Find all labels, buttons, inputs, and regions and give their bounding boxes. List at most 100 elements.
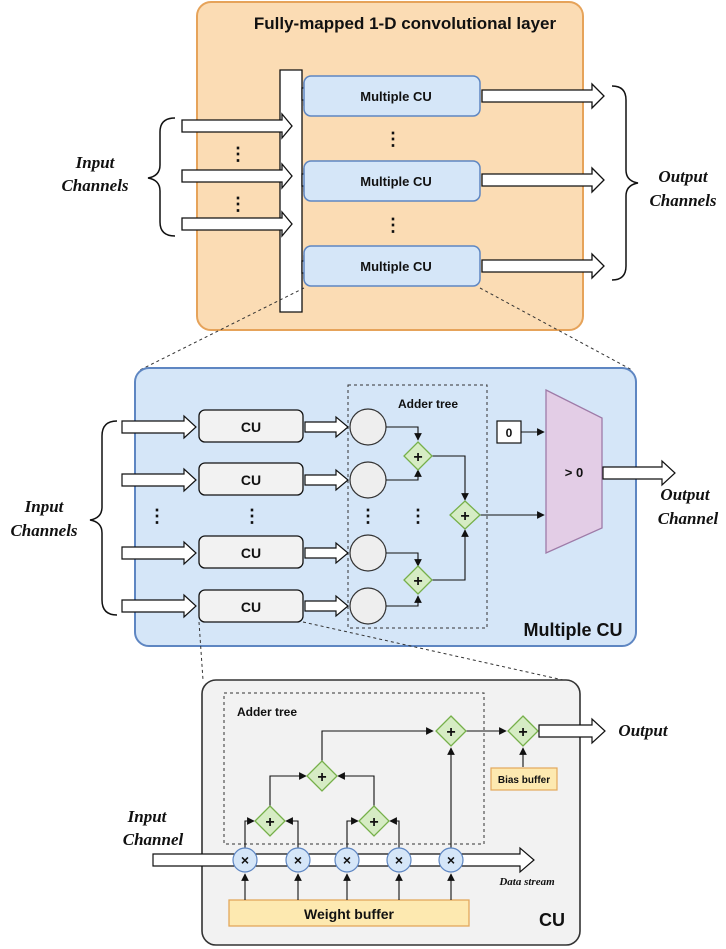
middle-cu-block-3-label: CU <box>241 545 261 561</box>
top-input-dots-2: ⋮ <box>229 194 247 214</box>
middle-cu-block-1 <box>198 409 304 443</box>
multiple-cu-block-3 <box>303 245 481 287</box>
middle-adder-2 <box>403 565 433 595</box>
middle-input-label-line2: Channels <box>10 521 77 540</box>
multiplier-4-sign: × <box>395 852 403 868</box>
bottom-adder-4-sign: + <box>446 724 455 741</box>
top-output-label-line1: Output <box>658 167 708 186</box>
bias-buffer-label: Bias buffer <box>498 775 550 786</box>
multiplier-2 <box>285 847 311 873</box>
weight-wires <box>241 873 455 900</box>
middle-adder-3-sign: + <box>460 508 469 525</box>
top-input-brace <box>147 117 176 237</box>
middle-output-label-line1: Output <box>660 485 710 504</box>
middle-adder-tree-label: Adder tree <box>398 397 458 411</box>
top-input-dots: ⋮ <box>229 144 247 164</box>
middle-input-label-line1: Input <box>24 497 65 516</box>
top-panel-title: Fully-mapped 1-D convolutional layer <box>254 14 557 33</box>
multiple-cu-block-2 <box>303 160 481 202</box>
bottom-adder-tree-label: Adder tree <box>237 705 297 719</box>
top-output-label-line2: Channels <box>649 191 716 210</box>
middle-cu-block-2 <box>198 462 304 496</box>
top-output-arrows <box>481 82 605 280</box>
relu-mux <box>545 388 603 555</box>
bottom-adder-tree-region <box>223 692 485 845</box>
multiple-cu-block-2-label: Multiple CU <box>360 174 432 189</box>
multiple-cu-block-3-label: Multiple CU <box>360 259 432 274</box>
middle-cu-output-arrows <box>304 415 349 618</box>
multiplier-4 <box>386 847 412 873</box>
middle-output-arrow <box>602 459 676 487</box>
bottom-multipliers: × × × × × <box>232 847 464 873</box>
bias-buffer <box>490 767 558 791</box>
middle-register-circles <box>349 408 387 625</box>
zoom-line-mid-left <box>198 621 204 681</box>
relu-mux-label: > 0 <box>565 465 583 480</box>
middle-input-arrows <box>121 414 197 619</box>
bottom-input-label-line2: Channel <box>123 830 184 849</box>
multiplier-1-sign: × <box>241 852 249 868</box>
register-circle-3 <box>349 534 387 572</box>
weight-buffer <box>228 899 470 927</box>
top-block-dots-1: ⋮ <box>384 129 402 149</box>
zoom-line-top-left <box>139 287 305 371</box>
bottom-adder-2-sign: + <box>369 814 378 831</box>
bottom-adder-3-sign: + <box>317 769 326 786</box>
middle-output-label-line2: Channel <box>658 509 719 528</box>
multiple-cu-block-1-label: Multiple CU <box>360 89 432 104</box>
multiplier-5-sign: × <box>447 852 455 868</box>
middle-adder-3 <box>449 500 481 530</box>
middle-adder-dots: ⋮ <box>409 506 427 526</box>
zoom-line-mid-right <box>302 621 573 683</box>
multiplier-5 <box>438 847 464 873</box>
bias-adder <box>507 715 539 747</box>
top-input-arrows <box>181 112 293 238</box>
bottom-adder-3 <box>306 760 338 792</box>
bottom-panel-title: CU <box>539 910 565 930</box>
input-bus <box>279 69 303 313</box>
register-circle-4 <box>349 587 387 625</box>
register-circle-1 <box>349 408 387 446</box>
bottom-panel: CU Adder tree Data stream Weight buffer <box>123 679 669 946</box>
middle-adders: + + + <box>403 441 481 595</box>
middle-cu-blocks: CU CU CU CU <box>198 409 304 623</box>
bottom-output-arrow <box>538 717 606 745</box>
middle-adder-wires <box>386 426 545 607</box>
middle-adder-1 <box>403 441 433 471</box>
middle-input-dots: ⋮ <box>148 506 166 526</box>
bottom-input-label-line1: Input <box>127 807 168 826</box>
bottom-adder-1-sign: + <box>265 814 274 831</box>
middle-panel: Multiple CU Adder tree CU CU CU CU ⋮ ⋮ ⋮… <box>10 367 719 647</box>
zero-constant-label: 0 <box>506 426 513 440</box>
middle-cu-block-2-label: CU <box>241 472 261 488</box>
multiplier-1 <box>232 847 258 873</box>
bottom-adder-1 <box>254 805 286 837</box>
top-input-label-line1: Input <box>75 153 116 172</box>
middle-panel-title: Multiple CU <box>524 620 623 640</box>
bottom-adder-2 <box>358 805 390 837</box>
middle-input-brace <box>89 420 118 616</box>
bottom-adder-4 <box>435 715 467 747</box>
bottom-adders: + + + + + <box>254 715 539 837</box>
zero-constant-box <box>496 420 522 444</box>
top-output-brace <box>611 85 639 281</box>
middle-cu-block-1-label: CU <box>241 419 261 435</box>
data-stream-label: Data stream <box>498 876 555 888</box>
bias-adder-sign: + <box>518 724 527 741</box>
middle-adder-2-sign: + <box>413 573 422 590</box>
multiple-cu-block-1 <box>303 75 481 117</box>
multiplier-3 <box>334 847 360 873</box>
top-block-dots-2: ⋮ <box>384 215 402 235</box>
zoom-line-top-right <box>479 287 633 371</box>
middle-cu-block-3 <box>198 535 304 569</box>
middle-cu-dots: ⋮ <box>243 506 261 526</box>
middle-adder-tree-region <box>347 384 488 629</box>
bottom-output-label: Output <box>618 721 668 740</box>
top-panel: Fully-mapped 1-D convolutional layer ⋮ ⋮… <box>61 1 717 331</box>
register-circle-2 <box>349 461 387 499</box>
multiplier-2-sign: × <box>294 852 302 868</box>
multiplier-3-sign: × <box>343 852 351 868</box>
middle-cu-block-4-label: CU <box>241 599 261 615</box>
middle-cu-block-4 <box>198 589 304 623</box>
